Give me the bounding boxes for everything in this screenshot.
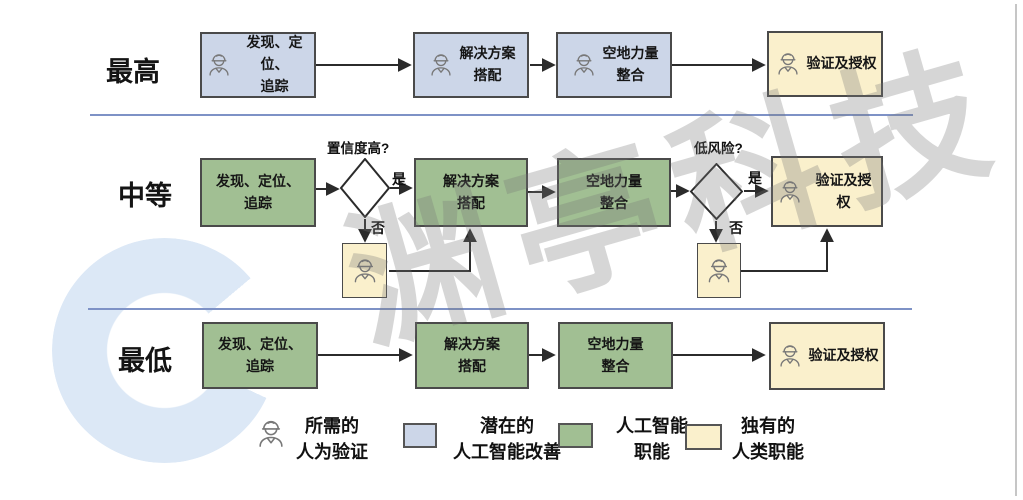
node-text: 发现、定位、 追踪 — [216, 172, 300, 211]
decision-label-confidence: 置信度高? — [327, 141, 390, 156]
node-low-integration: 空地力量 整合 — [558, 322, 673, 389]
row-divider-1 — [90, 114, 913, 116]
page-right-edge — [1015, 4, 1017, 496]
node-high-detect: 发现、定位、 追踪 — [200, 32, 316, 98]
decision-diamond-risk — [690, 163, 743, 220]
person-icon — [350, 250, 380, 292]
node-text: 发现、定位、 追踪 — [218, 335, 302, 374]
node-human-verify-2 — [697, 243, 741, 298]
branch-yes-label: 是 — [392, 171, 406, 187]
legend-ai-improvement: 潜在的 人工智能改善 — [453, 416, 561, 463]
row-label-mid: 中等 — [118, 181, 172, 211]
legend-blue-swatch — [403, 423, 437, 448]
node-text: 解决方案 搭配 — [459, 45, 516, 83]
node-text: 空地力量 整合 — [586, 172, 642, 211]
legend-yellow-swatch — [685, 424, 722, 450]
node-mid-integration: 空地力量 整合 — [557, 158, 671, 227]
row-label-low: 最低 — [118, 346, 172, 376]
node-low-authorize: 验证及授权 — [769, 322, 885, 390]
row-divider-2 — [88, 308, 912, 310]
node-text: 验证及授权 — [808, 347, 879, 364]
node-human-verify-1 — [342, 243, 387, 298]
person-icon — [570, 47, 598, 83]
node-text: 空地力量 整合 — [587, 335, 644, 374]
node-mid-authorize: 验证及授权 — [771, 156, 883, 227]
person-icon — [205, 47, 233, 83]
node-text: 空地力量 整合 — [602, 45, 659, 83]
person-icon — [704, 250, 734, 292]
node-text: 发现、定位、 追踪 — [246, 34, 303, 94]
legend-human-verification: 所需的 人为验证 — [296, 416, 368, 463]
node-high-integration: 空地力量 整合 — [556, 32, 672, 98]
decision-label-risk: 低风险? — [694, 141, 743, 156]
person-icon — [427, 47, 455, 83]
branch-no-label: 否 — [371, 220, 385, 236]
node-low-detect: 发现、定位、 追踪 — [202, 322, 318, 389]
legend-person-icon — [254, 412, 288, 456]
branch-no-label: 否 — [729, 220, 743, 236]
node-text: 验证及授权 — [815, 171, 872, 210]
node-text: 解决方案 搭配 — [444, 335, 500, 374]
legend-ai-function: 人工智能 职能 — [616, 416, 688, 463]
node-text: 解决方案 搭配 — [443, 172, 499, 211]
decision-diamond-confidence — [340, 158, 390, 218]
branch-yes-label: 是 — [748, 170, 762, 186]
node-mid-detect: 发现、定位、 追踪 — [200, 158, 316, 227]
person-icon — [776, 174, 804, 210]
legend-green-swatch — [558, 423, 593, 448]
node-mid-solution: 解决方案 搭配 — [414, 158, 528, 227]
node-text: 验证及授权 — [806, 55, 877, 72]
row-label-high: 最高 — [106, 57, 160, 87]
person-icon — [774, 46, 802, 82]
legend-human-function: 独有的 人类职能 — [732, 416, 804, 463]
node-low-solution: 解决方案 搭配 — [415, 322, 529, 389]
node-high-authorize: 验证及授权 — [767, 31, 883, 97]
person-icon — [776, 338, 804, 374]
node-high-solution: 解决方案 搭配 — [413, 32, 529, 98]
